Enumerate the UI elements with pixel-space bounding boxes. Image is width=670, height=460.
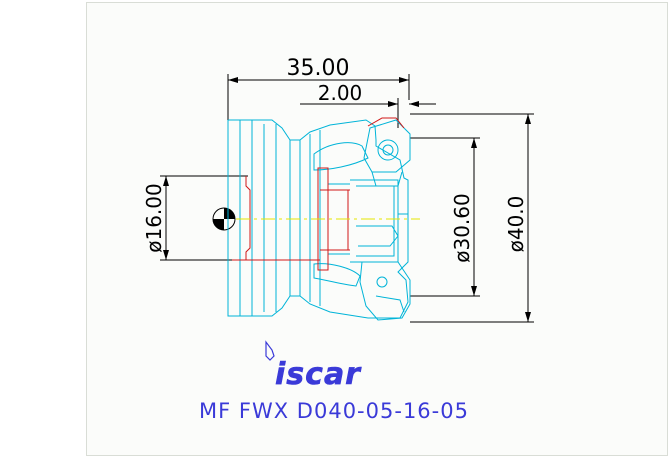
drawing-area [86, 2, 668, 456]
center-of-gravity-symbol [212, 207, 236, 231]
dimension-cutting-diameter: ø40.0 [410, 113, 534, 323]
brand-logo-text: iscar [275, 357, 362, 392]
dimension-cutting-diameter-label: ø40.0 [504, 196, 528, 253]
dimension-bore-diameter-label: ø16.00 [142, 183, 166, 253]
bottom-insert [359, 261, 411, 321]
tool-body-outline [227, 119, 409, 319]
dimension-offset: 2.00 [300, 81, 436, 128]
dimension-overall-length: 35.00 [227, 56, 410, 120]
brand-logo: iscar [265, 340, 362, 392]
dimension-length-label: 35.00 [287, 56, 350, 81]
dimension-pilot-diameter: ø30.60 [410, 137, 480, 297]
dimension-pilot-diameter-label: ø30.60 [450, 193, 474, 263]
dimension-bore-diameter: ø16.00 [142, 175, 248, 261]
dimension-offset-label: 2.00 [318, 81, 363, 105]
part-code: MF FWX D040-05-16-05 [199, 399, 469, 423]
top-insert [363, 117, 411, 187]
